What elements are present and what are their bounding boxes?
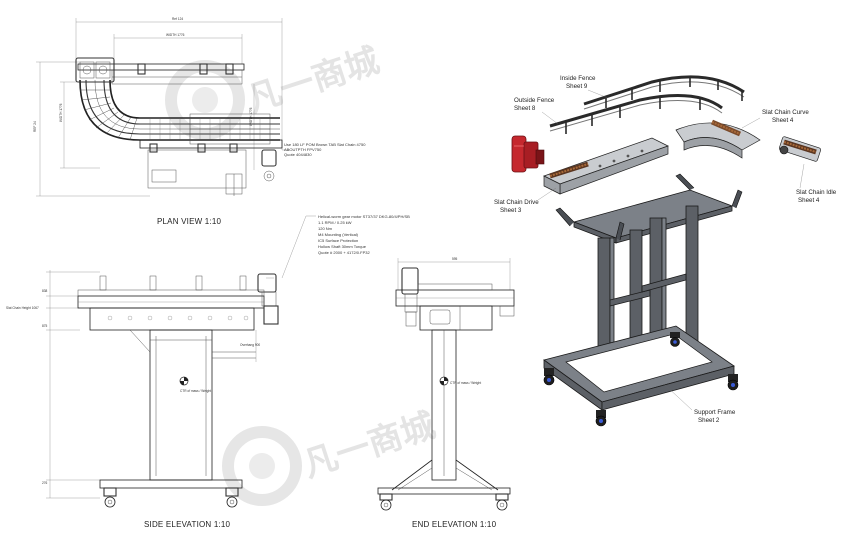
callout-slat-chain-drive-2: Sheet 3 (500, 207, 522, 214)
plan-dim-right: WIDTH 1776 (249, 107, 253, 126)
motor-note-line-1: Helical-worm gear motor ST37/37 DKG-80/4… (318, 214, 410, 219)
watermark-top: 凡一商城 (165, 40, 384, 140)
plan-note-line-3: Quote 4044830 (284, 152, 312, 157)
side-dim-slat-chain: Slat Chain Height 1067 (6, 306, 39, 310)
plan-note-line-2: ABOUTPTH FPV750 (284, 147, 322, 152)
side-dim-overhang: Overhang 900 (240, 343, 260, 347)
side-dim-top: 838 (42, 289, 48, 293)
callout-outside-fence-1: Outside Fence (514, 97, 555, 104)
watermark-text-top: 凡一商城 (242, 40, 384, 120)
side-dim-mid: 875 (42, 324, 48, 328)
side-cog-label: CTR of mass / Weight (180, 389, 211, 393)
callout-support-frame-1: Support Frame (694, 409, 736, 416)
plan-dim-inner: WIDTH 1776 (166, 33, 185, 37)
callout-support-frame-2: Sheet 2 (698, 417, 720, 424)
motor-note-line-4: M4 Mounting (Vertical) (318, 232, 359, 237)
plan-view-title: PLAN VIEW 1:10 (157, 217, 222, 226)
callout-slat-chain-curve-1: Slat Chain Curve (762, 109, 809, 116)
motor-note-line-5: IC5 Surface Protection (318, 238, 358, 243)
callout-outside-fence-2: Sheet 8 (514, 105, 536, 112)
plan-dim-left-inner: WIDTH 1776 (59, 103, 63, 122)
side-elevation: Helical-worm gear motor ST37/37 DKG-80/4… (6, 214, 410, 529)
side-view-title: SIDE ELEVATION 1:10 (144, 520, 231, 529)
plan-dim-overall: Ref 124 (172, 17, 183, 21)
side-dim-floor: 276 (42, 481, 48, 485)
end-cog-symbol (439, 376, 449, 386)
plan-note-line-1: Use 180 LF POM Brown TAB Slat Chain 4750 (284, 142, 366, 147)
drive-motor (511, 135, 545, 173)
end-elevation: 595 CTR of mass / Weight (377, 257, 515, 529)
motor-note-line-6: Hollow Shaft 30mm Torque (318, 244, 367, 249)
slat-chain-drive (543, 137, 669, 195)
callout-inside-fence-2: Sheet 9 (566, 83, 588, 90)
watermark-bottom: 凡一商城 (222, 405, 440, 506)
side-cog-symbol (179, 376, 189, 386)
end-cog-label: CTR of mass / Weight (450, 381, 481, 385)
exploded-view: Inside Fence Sheet 9 Outside Fence Sheet… (494, 75, 837, 427)
callout-slat-chain-curve-2: Sheet 4 (772, 117, 794, 124)
callout-inside-fence-1: Inside Fence (560, 75, 596, 82)
end-view-title: END ELEVATION 1:10 (412, 520, 497, 529)
support-frame (543, 173, 743, 427)
motor-note-line-2: 1.1 RPM / 0.25 kW (318, 220, 352, 225)
inside-fence (583, 75, 745, 110)
motor-note-line-3: 120 Nm (318, 226, 333, 231)
callout-slat-chain-idle-2: Sheet 4 (798, 197, 820, 204)
plan-view: Ref 124 WIDTH 1776 REF 24 WIDTH 1776 WID… (33, 17, 366, 226)
slat-chain-curve (675, 119, 761, 159)
slat-chain-idle (778, 136, 822, 162)
callout-slat-chain-idle-1: Slat Chain Idle (796, 189, 837, 196)
end-dim-width: 595 (452, 257, 458, 261)
callout-slat-chain-drive-1: Slat Chain Drive (494, 199, 539, 206)
motor-note-line-7: Quote # 2000 + 4172/0.FP32 (318, 250, 370, 255)
watermark-text-bottom: 凡一商城 (298, 405, 440, 485)
plan-dim-left-overall: REF 24 (33, 121, 37, 132)
outside-fence (549, 94, 723, 134)
